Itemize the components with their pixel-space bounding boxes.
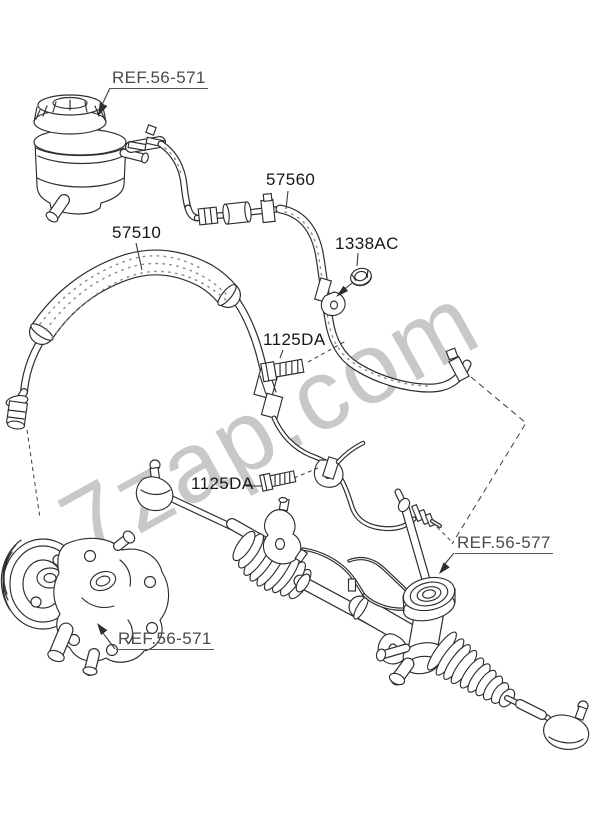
callout-1338ac: 1338AC <box>335 234 399 253</box>
tube-fitting-nut <box>197 206 219 226</box>
clamp-bolt-lower-1125da <box>259 470 297 492</box>
reservoir-bottom-outlet <box>45 194 70 223</box>
callout-57510: 57510 <box>112 223 162 242</box>
hose-clamp-screw <box>145 124 157 136</box>
callout-57560: 57560 <box>266 170 316 189</box>
reservoir-cap <box>33 94 107 135</box>
return-hose-57510 <box>5 249 442 532</box>
gear-mount-grommet <box>402 576 456 622</box>
callout-reservoir-ref[interactable]: REF.56-571 <box>110 68 208 89</box>
callout-1125da-upper: 1125DA <box>263 330 326 349</box>
mid-hose-clamp-bracket <box>313 277 346 317</box>
arrowhead <box>97 623 108 635</box>
arrowhead <box>98 102 108 116</box>
suction-hose <box>125 124 192 212</box>
callout-steering-gear-ref[interactable]: REF.56-577 <box>455 533 553 554</box>
clamp-bolt-upper-1125da <box>260 358 305 383</box>
steering-gear <box>135 459 590 750</box>
pump-body <box>53 537 170 663</box>
tie-rod-right <box>504 695 590 750</box>
fluid-reservoir <box>33 94 149 223</box>
pipe-end-fitting <box>410 503 442 528</box>
hose-clamp <box>260 192 276 224</box>
ball-joint-right <box>542 714 590 750</box>
input-shaft <box>401 503 431 587</box>
valve-housing <box>375 488 456 686</box>
arrowhead <box>439 562 450 574</box>
pressure-hose-57560 <box>184 192 472 393</box>
hose-end-clamp <box>445 347 470 383</box>
reservoir-outlet-nipple <box>119 148 149 164</box>
tube-damper <box>222 201 252 225</box>
mounting-nut-1338ac <box>350 267 372 287</box>
hose-inlet-fitting <box>5 388 29 430</box>
callout-leaders <box>97 87 455 650</box>
assembly-dashed-lines <box>26 340 527 545</box>
protective-sleeve <box>30 250 240 344</box>
arrowhead <box>336 285 349 297</box>
callout-1125da-lower: 1125DA <box>191 474 254 493</box>
power-steering-pump <box>0 530 170 676</box>
rack-mount-bracket <box>262 496 309 565</box>
pipe-bracket <box>313 456 344 488</box>
tie-rod-left <box>135 459 268 547</box>
callout-pump-ref[interactable]: REF.56-571 <box>116 629 214 650</box>
ball-joint-left <box>135 476 174 512</box>
